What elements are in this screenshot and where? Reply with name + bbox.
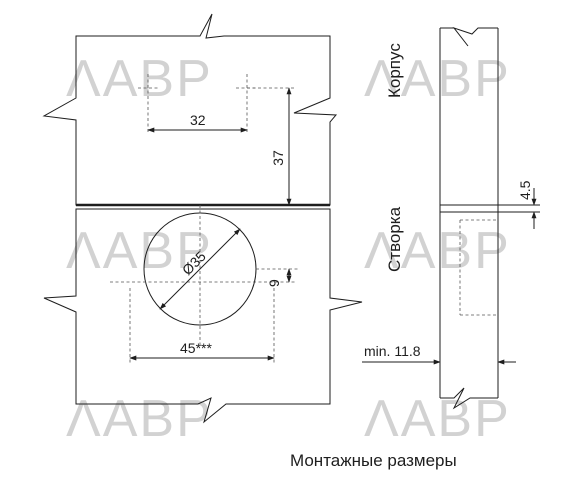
- diagram-caption: Монтажные размеры: [290, 451, 457, 470]
- cabinet-panel-outline: [42, 13, 338, 206]
- watermark-top-left: ΛАВР: [66, 50, 213, 108]
- side-view: [439, 27, 499, 410]
- watermark-bottom-right: ΛАВР: [364, 390, 511, 448]
- side-top-break: [440, 27, 498, 47]
- watermark-top-right: ΛАВР: [364, 50, 511, 108]
- label-stvorka: Створка: [385, 206, 404, 272]
- watermark-middle-right: ΛАВР: [364, 222, 511, 280]
- dim-screw-spacing: 45***: [180, 340, 212, 356]
- dim-gap: 4.5: [517, 180, 533, 200]
- label-korpus: Корпус: [385, 43, 404, 98]
- side-bottom-break: [440, 387, 498, 410]
- dim-hole-spacing: 32: [190, 112, 206, 128]
- dim-cup-offset: 9: [266, 279, 282, 287]
- dim-cup-diameter-line: [159, 228, 241, 310]
- door-panel-outline: [43, 208, 363, 424]
- watermarks: ΛАВР ΛАВР ΛАВР ΛАВР ΛАВР ΛАВР: [66, 50, 511, 448]
- door-screw-holes: [129, 288, 275, 365]
- top-screw-holes: [138, 74, 294, 134]
- dim-min-thickness: min. 11.8: [364, 343, 421, 359]
- watermark-bottom-left: ΛАВР: [66, 390, 213, 448]
- dim-hole-offset: 37: [270, 150, 286, 166]
